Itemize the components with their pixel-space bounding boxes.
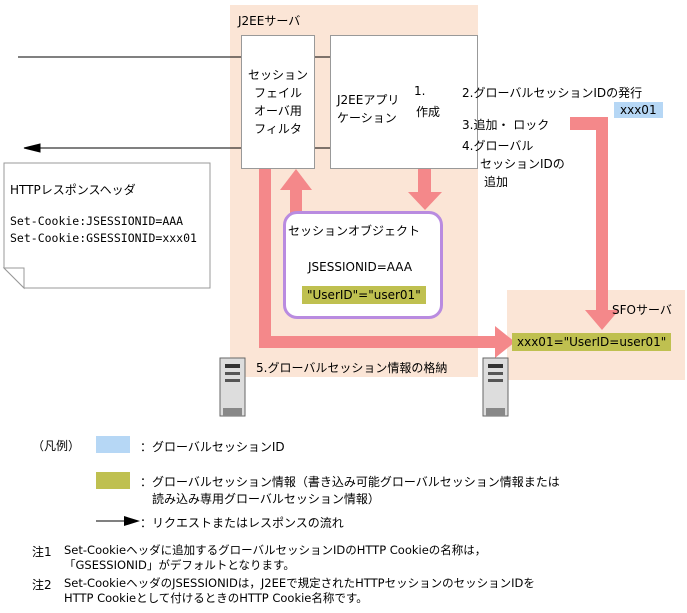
legend-flow-text: ：リクエストまたはレスポンスの流れ	[140, 516, 344, 530]
arrow-store-head	[495, 326, 515, 358]
http-header-line: Set-Cookie:GSESSIONID=xxx01	[10, 231, 197, 245]
app-label: J2EEアプリ ケーション	[337, 91, 399, 127]
arrow-lock-shaft-v	[596, 117, 608, 310]
response-arrowhead	[23, 143, 41, 153]
http-header-lines: Set-Cookie:JSESSIONID=AAA Set-Cookie:GSE…	[10, 213, 197, 247]
session-object-title: セッションオブジェクト	[288, 224, 421, 238]
step-4-label: 4.グローバル セッションIDの 追加	[462, 137, 565, 191]
sfo-global-session-info: xxx01="UserID=user01"	[512, 333, 672, 351]
legend-global-info-swatch	[96, 472, 130, 489]
legend-global-info-line: 読み込み専用グローバルセッション情報）	[152, 492, 380, 506]
filter-label-line: セッション	[247, 68, 308, 82]
step-3-label: 3.追加・ ロック	[462, 118, 550, 132]
app-label-line: J2EEアプリ	[337, 93, 400, 107]
session-failover-filter: セッション フェイル オーバ用 フィルタ	[241, 35, 315, 169]
server-icon	[482, 357, 509, 417]
http-header-doc-shape	[3, 162, 211, 289]
step-1-text: 作成	[416, 105, 441, 119]
arrow-store-shaft-v	[259, 169, 271, 348]
session-object-global-info: "UserID"="user01"	[302, 286, 426, 304]
step-5-label: 5.グローバルセッション情報の格納	[256, 361, 448, 375]
filter-label-line: フィルタ	[254, 122, 302, 136]
arrow-store-shaft-h	[259, 336, 495, 348]
session-object: セッションオブジェクト JSESSIONID=AAA "UserID"="use…	[283, 211, 443, 319]
step-4-line: 4.グローバル	[462, 139, 534, 153]
session-object-jsessionid: JSESSIONID=AAA	[308, 260, 413, 274]
arrow-up-head	[280, 169, 312, 190]
step-2-label: 2.グローバルセッションIDの発行	[462, 86, 643, 100]
step-1-number: 1.	[414, 84, 426, 98]
note-1-line: Set-Cookieヘッダに追加するグローバルセッションIDのHTTP Cook…	[64, 543, 487, 557]
note-2-label: 注2	[32, 578, 52, 592]
arrow-lock-head	[585, 310, 619, 330]
legend-global-info-text: ：グローバルセッション情報（書き込み可能グローバルセッション情報または 読み込み…	[140, 474, 560, 508]
sfo-server-title: SFOサーバ	[612, 303, 672, 317]
j2ee-server-title: J2EEサーバ	[238, 14, 301, 28]
global-session-id-badge: xxx01	[614, 102, 663, 118]
step-4-line: 追加	[484, 175, 509, 189]
http-header-doc-fold	[2, 267, 25, 290]
http-header-line: Set-Cookie:JSESSIONID=AAA	[10, 214, 184, 228]
note-2: Set-CookieヘッダのJSESSIONIDは，J2EEで規定されたHTTP…	[64, 576, 535, 606]
note-2-line: HTTP Cookieとして付けるときのHTTP Cookie名称です。	[64, 591, 368, 605]
legend-global-info-line: ：グローバルセッション情報（書き込み可能グローバルセッション情報または	[140, 475, 560, 489]
arrow-create-head	[408, 192, 442, 210]
step-4-line: セッションIDの	[480, 157, 565, 171]
filter-label-line: フェイル	[253, 86, 302, 100]
j2ee-application: J2EEアプリ ケーション	[330, 35, 478, 169]
note-1-label: 注1	[32, 545, 52, 559]
legend-global-id-text: ：グローバルセッションID	[140, 440, 285, 454]
server-icon	[219, 357, 246, 417]
note-2-line: Set-CookieヘッダのJSESSIONIDは，J2EEで規定されたHTTP…	[64, 576, 535, 590]
note-1-line: 「GSESSIONID」がデフォルトとなります。	[64, 558, 295, 572]
http-header-title: HTTPレスポンスヘッダ	[10, 183, 136, 197]
app-label-line: ケーション	[337, 111, 397, 125]
legend-flow-arrowhead	[124, 516, 140, 526]
filter-label-line: オーバ用	[254, 104, 302, 118]
note-1: Set-Cookieヘッダに追加するグローバルセッションIDのHTTP Cook…	[64, 543, 486, 573]
legend-title: （凡例）	[32, 439, 81, 453]
legend-global-id-swatch	[96, 436, 130, 453]
